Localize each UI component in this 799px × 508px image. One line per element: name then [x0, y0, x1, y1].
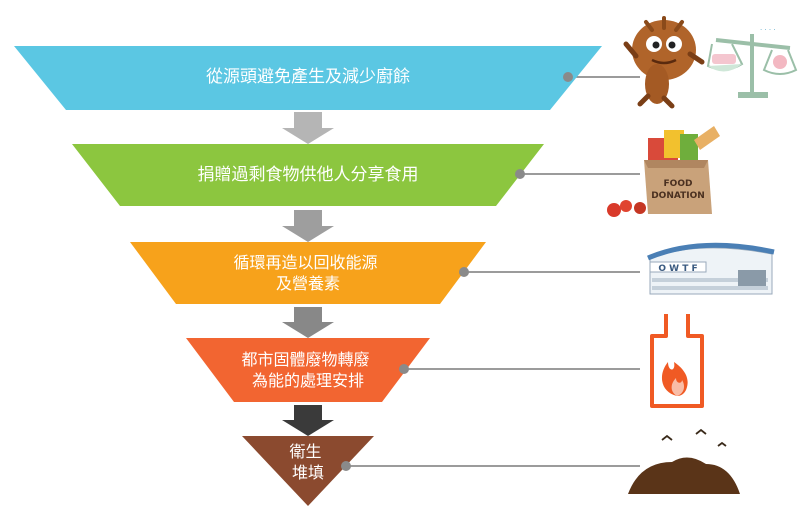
flow-arrows [282, 112, 334, 436]
tier-5: 衛生 堆填 [242, 436, 374, 506]
tier-2-connector-dot [515, 169, 525, 179]
svg-text:· · · ·: · · · · [760, 26, 776, 34]
tier-2-band [72, 144, 544, 206]
tier-1-connector-dot [563, 72, 573, 82]
owtf-facility-icon: O W T F [647, 242, 775, 295]
down-arrow-3 [282, 307, 334, 338]
down-arrow-4 [282, 405, 334, 436]
facility-sign-text: O W T F [658, 264, 697, 274]
tier-2: 捐贈過剩食物供他人分享食用 [72, 144, 544, 206]
donation-box-text-line-2: DONATION [651, 191, 705, 201]
tier-4-band [186, 338, 430, 402]
tier-5-label: 衛生 堆填 [289, 442, 326, 482]
tier-4-label: 都市固體廢物轉廢 為能的處理安排 [241, 350, 374, 390]
donation-box-text-line-1: FOOD [664, 179, 693, 189]
tier-3-band [130, 242, 486, 304]
tier-1-band [14, 46, 602, 110]
tier-5-connector-dot [341, 461, 351, 471]
tier-5-band [242, 436, 374, 506]
tier-2-label: 捐贈過剩食物供他人分享食用 [198, 165, 419, 185]
tier-1: 從源頭避免產生及減少廚餘 [14, 46, 602, 110]
tier-4-connector-dot [399, 364, 409, 374]
incinerator-flame-icon [650, 314, 704, 408]
tier-1-label: 從源頭避免產生及減少廚餘 [206, 66, 410, 87]
tier-3-connector-dot [459, 267, 469, 277]
tier-4: 都市固體廢物轉廢 為能的處理安排 [186, 338, 430, 402]
tier-3: 循環再造以回收能源 及營養素 [130, 242, 486, 304]
landfill-mound-icon [628, 428, 740, 494]
food-donation-box-icon: FOOD DONATION [607, 126, 720, 217]
down-arrow-1 [282, 112, 334, 144]
mascot-and-scale-icon: · · · · [623, 16, 798, 109]
down-arrow-2 [282, 210, 334, 242]
connector-lines [346, 76, 640, 467]
tier-3-label: 循環再造以回收能源 及營養素 [233, 253, 382, 293]
